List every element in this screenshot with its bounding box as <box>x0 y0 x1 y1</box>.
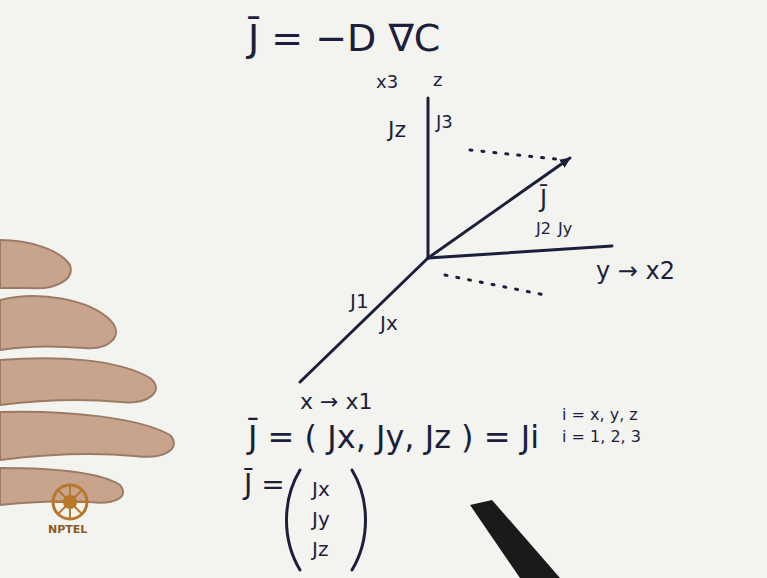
equation-text: J̄ = <box>244 470 285 501</box>
component-label: Jy <box>558 220 572 238</box>
x-axis <box>300 258 428 382</box>
y-axis <box>428 246 612 258</box>
axis-label: x3 <box>376 72 398 92</box>
index-note: i = 1, 2, 3 <box>562 428 641 446</box>
axis-label: z <box>433 70 442 90</box>
component-label: Jx <box>380 312 398 334</box>
vector-entry: Jx <box>312 478 330 500</box>
component-label: J1 <box>350 290 369 312</box>
flux-vector <box>428 158 570 258</box>
component-label: Jz <box>388 118 406 142</box>
bracket <box>287 470 301 570</box>
axis-label: x → x1 <box>300 390 372 414</box>
projection-dots <box>445 275 545 295</box>
logo-text: NPTEL <box>48 524 87 536</box>
equation-text: J̄ = −D ∇C <box>248 18 440 60</box>
equation-text: J̄ = ( Jx, Jy, Jz ) = Ji <box>248 420 539 455</box>
component-label: J2 <box>536 220 551 238</box>
z-axis <box>427 98 430 258</box>
vector-entry: Jz <box>312 538 328 560</box>
projection-dots <box>470 150 565 160</box>
index-note: i = x, y, z <box>562 406 638 424</box>
nptel-logo <box>53 485 87 519</box>
bracket <box>352 470 366 570</box>
axis-label: y → x2 <box>596 258 675 284</box>
vector-label: J̄ <box>540 186 547 212</box>
vector-entry: Jy <box>312 508 330 530</box>
component-label: J3 <box>436 112 453 132</box>
marker-pen <box>470 500 560 578</box>
hand-illustration <box>0 240 174 505</box>
